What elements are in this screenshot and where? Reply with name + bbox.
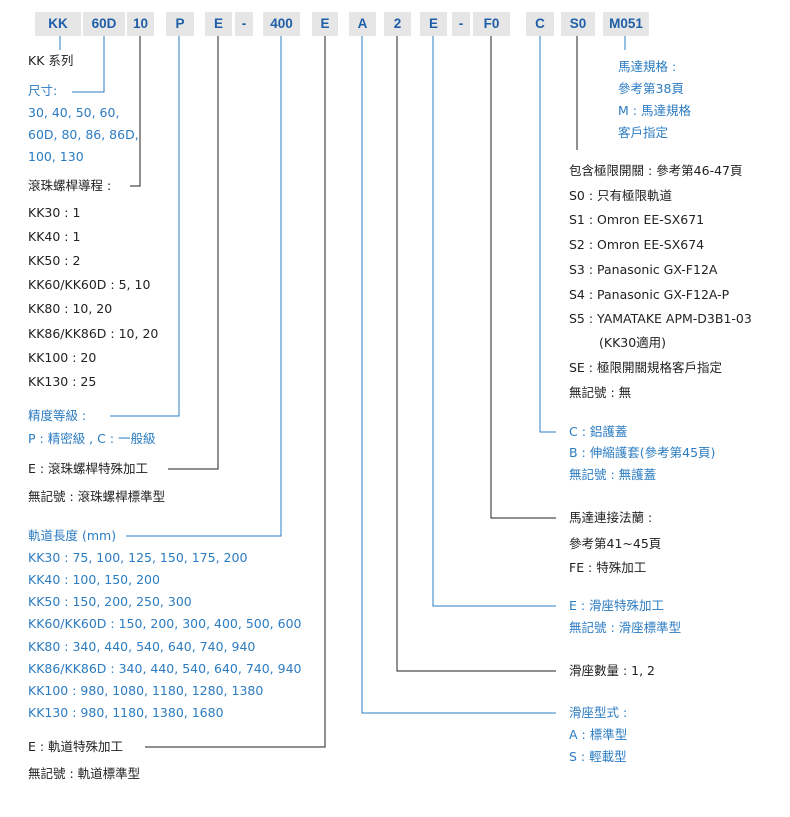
code-segment-dash: - <box>235 12 253 36</box>
code-segment-slider-type: A <box>349 12 376 36</box>
leader-accuracy <box>110 36 180 417</box>
rail-length-line: KK30 : 75, 100, 125, 150, 175, 200 <box>28 550 248 565</box>
lead-line: KK40 : 1 <box>28 229 81 244</box>
motor-flange-line: 參考第41~45頁 <box>569 536 662 551</box>
leader-slider-special <box>432 36 556 607</box>
leader-rail-length <box>126 36 282 537</box>
limit-switch-line: S3 : Panasonic GX-F12A <box>569 262 718 277</box>
code-segment-cover: C <box>526 12 554 36</box>
slider-special-line: E : 滑座特殊加工 <box>569 598 665 613</box>
limit-switch-line: S2 : Omron EE-SX674 <box>569 237 705 252</box>
ballscrew-special-line: E : 滾珠螺桿特殊加工 <box>28 461 149 476</box>
cover-line: 無記號 : 無護蓋 <box>569 467 657 482</box>
leader-size-dim <box>72 36 105 93</box>
size-line: 100, 130 <box>28 149 84 164</box>
accuracy-title: 精度等級 : <box>28 408 87 423</box>
series-label: KK 系列 <box>28 53 74 68</box>
motor-flange-title: 馬達連接法蘭 : <box>569 510 653 525</box>
code-segment-rail-length: 400 <box>263 12 300 36</box>
rail-length-line: KK50 : 150, 200, 250, 300 <box>28 594 192 609</box>
code-segment-motor-flange: F0 <box>473 12 510 36</box>
leader-lead <box>130 36 141 187</box>
lead-line: KK100 : 20 <box>28 350 97 365</box>
size-line: 30, 40, 50, 60, <box>28 105 120 120</box>
motor-spec-line: 客戶指定 <box>618 125 669 140</box>
lead-line: KK60/KK60D : 5, 10 <box>28 277 151 292</box>
motor-spec-line: M : 馬達規格 <box>618 103 691 118</box>
code-segment-lead: 10 <box>127 12 154 36</box>
limit-switch-line: SE : 極限開關規格客戶指定 <box>569 360 722 375</box>
limit-switch-line: S1 : Omron EE-SX671 <box>569 212 705 227</box>
motor-flange-line: FE : 特殊加工 <box>569 560 647 575</box>
code-segment-motor-spec: M051 <box>603 12 649 36</box>
leader-rail-special <box>145 36 326 748</box>
slider-type-line: A : 標準型 <box>569 727 628 742</box>
slider-type-line: S : 輕載型 <box>569 749 627 764</box>
cover-line: B : 伸縮護套(參考第45頁) <box>569 445 716 460</box>
code-segment-size: 60D <box>83 12 125 36</box>
size-title: 尺寸: <box>28 83 58 98</box>
rail-special-line: 無記號 : 軌道標準型 <box>28 766 141 781</box>
lead-line: KK50 : 2 <box>28 253 81 268</box>
slider-qty-line: 滑座數量 : 1, 2 <box>569 663 656 678</box>
rail-length-line: KK130 : 980, 1180, 1380, 1680 <box>28 705 224 720</box>
lead-line: KK130 : 25 <box>28 374 97 389</box>
leader-motor-flange <box>490 36 556 519</box>
cover-line: C : 鋁護蓋 <box>569 424 628 439</box>
leader-slider-type <box>361 36 556 714</box>
rail-length-line: KK60/KK60D : 150, 200, 300, 400, 500, 60… <box>28 616 302 631</box>
size-line: 60D, 80, 86, 86D, <box>28 127 139 142</box>
code-segment-rail-special: E <box>312 12 338 36</box>
limit-switch-line: S0 : 只有極限軌道 <box>569 188 673 203</box>
limit-switch-line: S4 : Panasonic GX-F12A-P <box>569 287 730 302</box>
rail-length-line: KK86/KK86D : 340, 440, 540, 640, 740, 94… <box>28 661 302 676</box>
leader-ballscrew-special <box>168 36 219 470</box>
code-segment-series: KK <box>35 12 81 36</box>
limit-switch-line: (KK30適用) <box>599 335 667 350</box>
rail-special-line: E : 軌道特殊加工 <box>28 739 124 754</box>
lead-title: 滾珠螺桿導程 : <box>28 178 112 193</box>
code-segment-dash: - <box>452 12 470 36</box>
leader-slider-qty <box>396 36 556 672</box>
lead-line: KK80 : 10, 20 <box>28 301 113 316</box>
rail-length-title: 軌道長度 (mm) <box>28 528 117 543</box>
ballscrew-special-line: 無記號 : 滾珠螺桿標準型 <box>28 489 166 504</box>
lead-line: KK86/KK86D : 10, 20 <box>28 326 159 341</box>
code-segment-limit-switch: S0 <box>561 12 595 36</box>
lead-line: KK30 : 1 <box>28 205 81 220</box>
motor-spec-line: 馬達規格 : <box>618 59 677 74</box>
limit-switch-line: S5 : YAMATAKE APM-D3B1-03 <box>569 311 752 326</box>
code-segment-slider-qty: 2 <box>384 12 411 36</box>
leader-cover <box>539 36 556 433</box>
slider-special-line: 無記號 : 滑座標準型 <box>569 620 682 635</box>
rail-length-line: KK40 : 100, 150, 200 <box>28 572 160 587</box>
slider-type-title: 滑座型式 : <box>569 705 628 720</box>
rail-length-line: KK80 : 340, 440, 540, 640, 740, 940 <box>28 639 256 654</box>
limit-switch-title: 包含極限開關 : 參考第46-47頁 <box>569 163 743 178</box>
code-segment-ballscrew-special: E <box>205 12 232 36</box>
accuracy-line: P : 精密級 , C : 一般級 <box>28 431 156 446</box>
code-segment-slider-special: E <box>420 12 447 36</box>
motor-spec-line: 參考第38頁 <box>618 81 684 96</box>
code-segment-accuracy: P <box>166 12 194 36</box>
limit-switch-line: 無記號 : 無 <box>569 385 632 400</box>
rail-length-line: KK100 : 980, 1080, 1180, 1280, 1380 <box>28 683 264 698</box>
